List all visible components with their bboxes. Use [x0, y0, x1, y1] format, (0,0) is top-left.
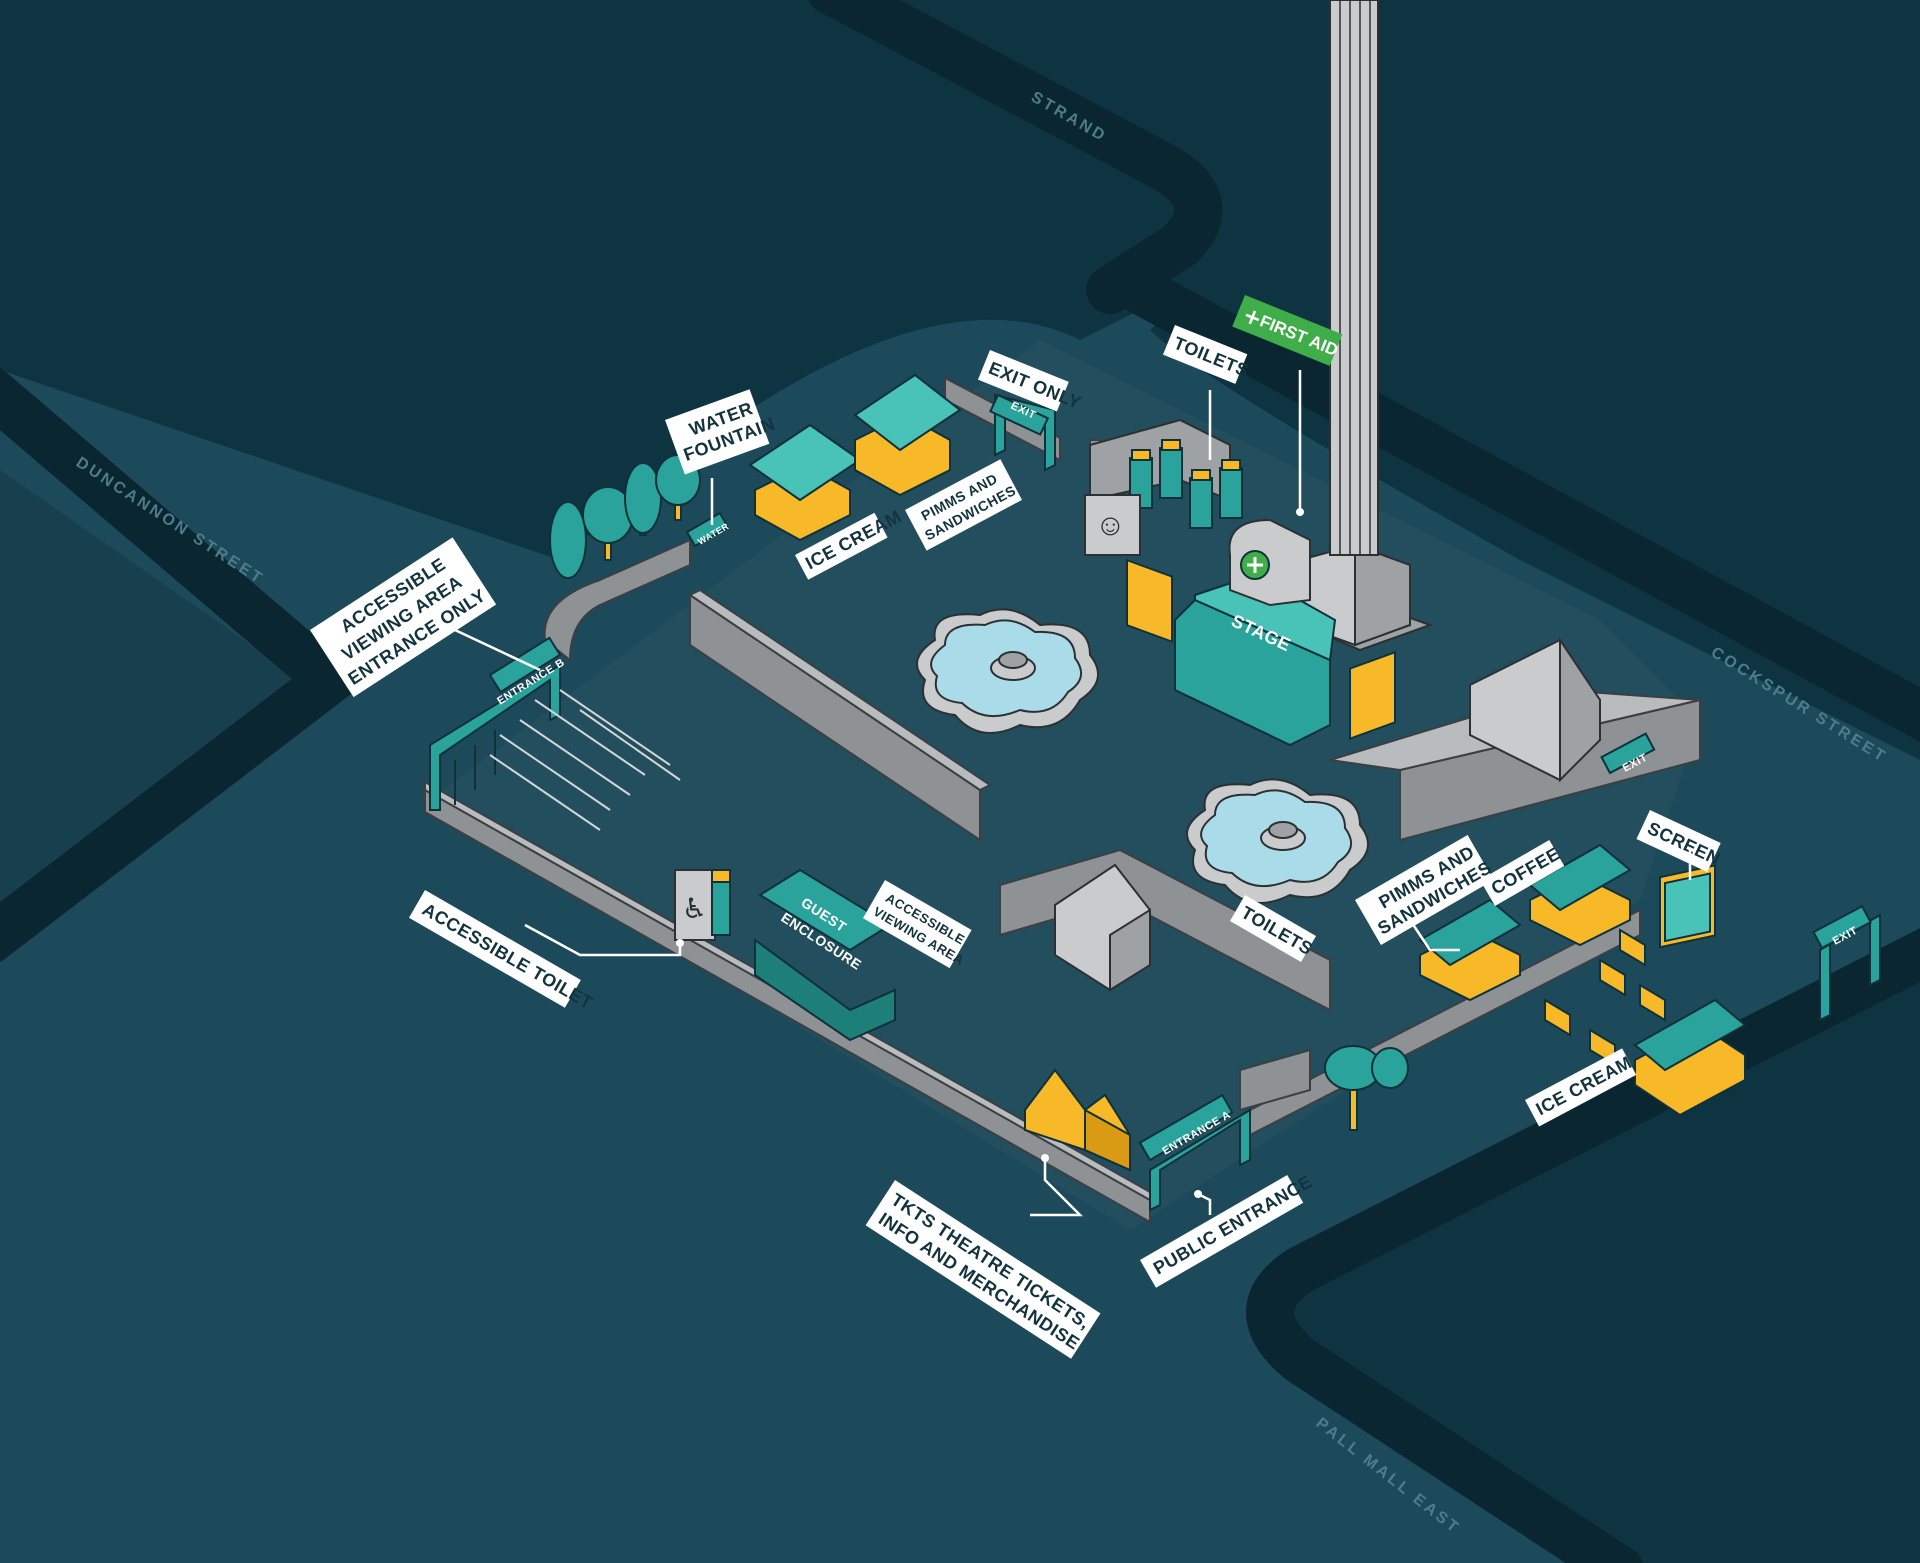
- label-water-fountain: WATER FOUNTAIN: [665, 389, 778, 475]
- tkts-tent: [1024, 1068, 1131, 1172]
- grey-tent-center: [1054, 863, 1151, 992]
- block-top-left: [0, 0, 1164, 560]
- label-accessible-toilet: ACCESSIBLE TOILET: [409, 890, 596, 1013]
- stage-screen-right: [1349, 650, 1396, 741]
- accessible-toilet-unit: ♿: [674, 869, 731, 941]
- wall-accessible-top: [688, 588, 992, 792]
- exit-gate-right-upper: EXIT: [1600, 732, 1656, 775]
- road-duncannon: [0, 368, 369, 962]
- road-strand: [808, 0, 1223, 314]
- road-cockspur: [1116, 266, 1920, 742]
- label-tkts: TKTS THEATRE TICKETS, INFO AND MERCHANDI…: [865, 1180, 1101, 1359]
- trees-top-left: [549, 454, 701, 579]
- stage: STAGE: [1126, 558, 1396, 747]
- screen-right: [1659, 864, 1716, 949]
- plus-cross-icon: [1247, 557, 1263, 573]
- toilets-top: ☺: [1084, 418, 1243, 556]
- fountain-top: [916, 608, 1099, 734]
- exit-gate-right: EXIT: [1812, 904, 1881, 1022]
- exit-gate-top: EXIT: [989, 393, 1056, 472]
- svg-text:TKTS THEATRE TICKETS,: TKTS THEATRE TICKETS,: [888, 1189, 1094, 1333]
- svg-text:INFO AND MERCHANDISE: INFO AND MERCHANDISE: [875, 1209, 1083, 1354]
- wall-screen-side: [1239, 1048, 1311, 1112]
- grey-tent-right: [1469, 636, 1602, 783]
- people-icon: ☺: [1095, 509, 1126, 542]
- stall-ice-cream-right: [1633, 998, 1747, 1117]
- block-bottom-right: [1260, 940, 1920, 1563]
- stall-coffee: [1528, 843, 1632, 947]
- water-fountain-sign: [685, 511, 730, 548]
- toilets-people-sign: [1084, 494, 1141, 556]
- first-aid-tent: [1228, 518, 1311, 607]
- tree-right-lower: [1324, 1045, 1409, 1131]
- wheelchair-icon: ♿: [682, 893, 707, 924]
- fountain-bottom: [1186, 778, 1369, 904]
- wall-inner-curve: [543, 538, 691, 663]
- svg-text:ACCESSIBLE TOILET: ACCESSIBLE TOILET: [419, 899, 596, 1013]
- road-pall-mall: [1246, 928, 1920, 1563]
- stall-pimms-top: [853, 373, 962, 497]
- block-left: [0, 470, 330, 940]
- queue-barriers: [489, 689, 681, 831]
- stage-screen-left: [1126, 558, 1173, 643]
